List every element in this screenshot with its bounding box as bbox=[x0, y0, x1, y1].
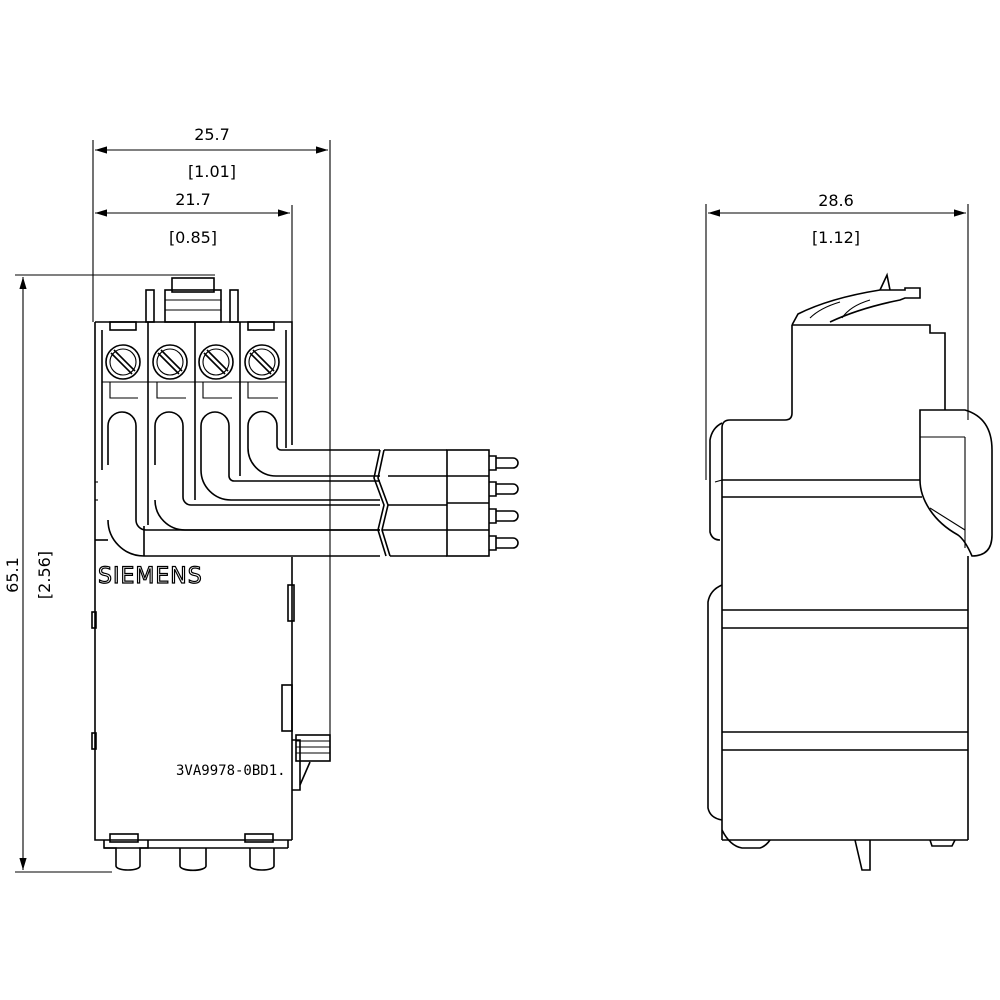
front-view: SIEMENS 3VA9978-0BD1. bbox=[91, 277, 519, 872]
dim-65-1-mm: 65.1 bbox=[3, 557, 22, 593]
dim-21-7-mm: 21.7 bbox=[175, 190, 211, 209]
side-view bbox=[707, 272, 993, 871]
terminal-screw-4 bbox=[244, 344, 280, 380]
dimension-side-depth: 28.6 [1.12] bbox=[705, 191, 969, 480]
dim-65-1-inch: [2.56] bbox=[35, 551, 54, 599]
dim-28-6-inch: [1.12] bbox=[812, 228, 860, 247]
dim-25-7-mm: 25.7 bbox=[194, 125, 230, 144]
terminal-screw-1 bbox=[105, 344, 141, 380]
dim-25-7-inch: [1.01] bbox=[188, 162, 236, 181]
dimension-height: 65.1 [2.56] bbox=[3, 274, 215, 873]
dim-28-6-mm: 28.6 bbox=[818, 191, 854, 210]
terminal-screw-2 bbox=[152, 344, 188, 380]
dimension-front-total-width: 25.7 [1.01] bbox=[92, 125, 331, 760]
brand-label: SIEMENS bbox=[98, 564, 203, 589]
terminal-screw-3 bbox=[198, 344, 234, 380]
dimension-front-body-width: 21.7 [0.85] bbox=[95, 190, 293, 322]
dim-21-7-inch: [0.85] bbox=[169, 228, 217, 247]
part-number-label: 3VA9978-0BD1. bbox=[176, 763, 286, 779]
